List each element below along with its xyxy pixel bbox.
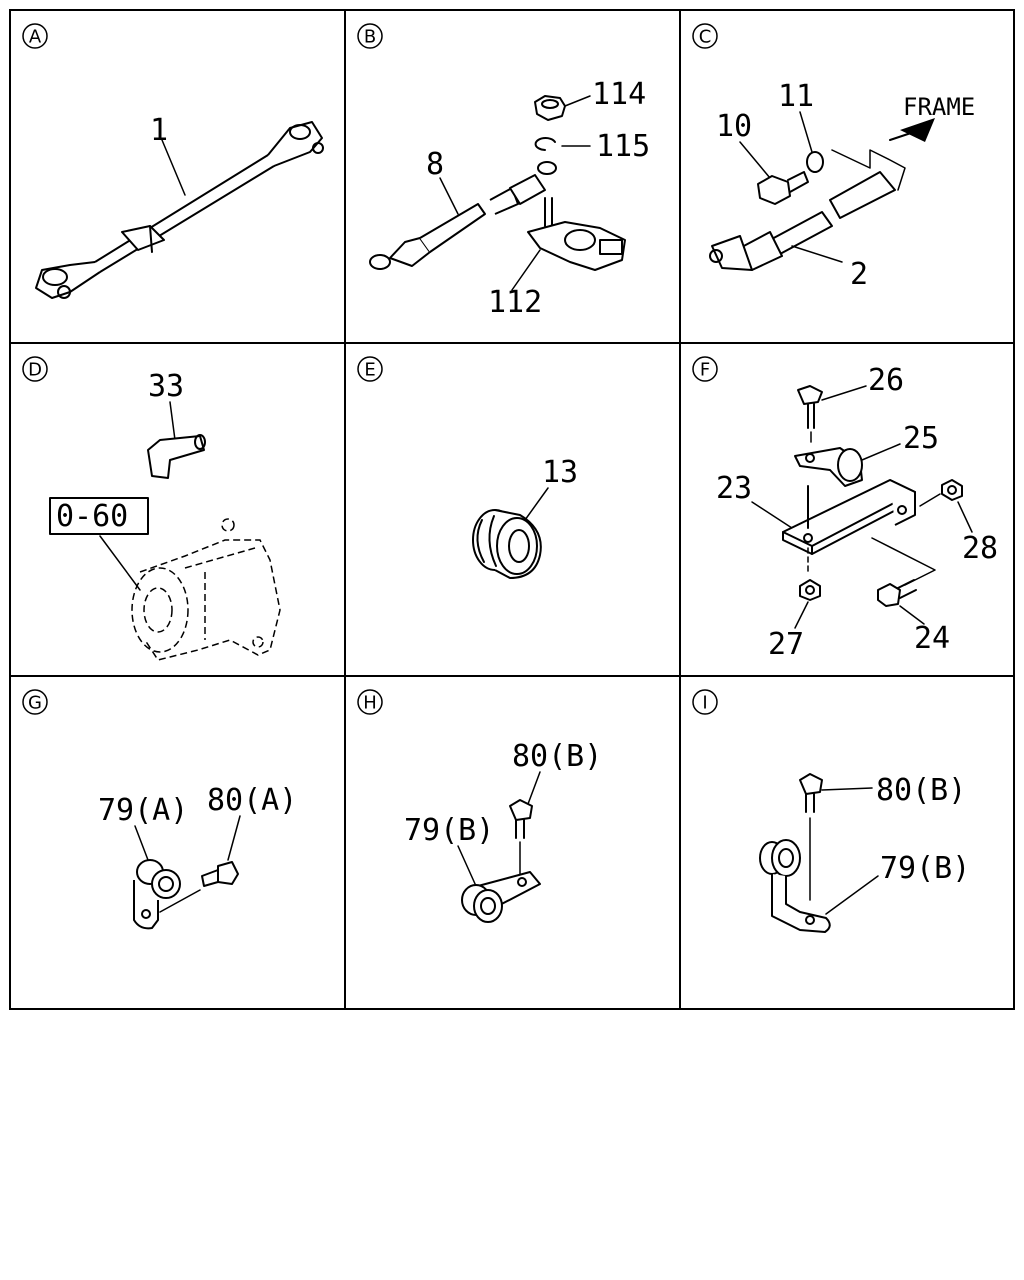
label-part-115: 115	[596, 129, 650, 164]
svg-text:C: C	[699, 27, 712, 48]
bolt-24-drawing	[877, 579, 917, 607]
label-frame: FRAME	[903, 93, 975, 121]
panel-i-badge: I	[692, 689, 718, 715]
label-part-8: 8	[426, 147, 444, 182]
label-ref-0-60: 0-60	[56, 499, 128, 534]
label-part-80b-i: 80(B)	[876, 773, 966, 808]
label-part-13: 13	[542, 455, 578, 490]
panel-f: F 26 25 23	[692, 356, 998, 662]
svg-text:A: A	[29, 27, 42, 48]
svg-text:G: G	[28, 693, 42, 714]
bolt-26-drawing	[797, 385, 823, 443]
nut-28-drawing	[941, 479, 963, 501]
label-part-28: 28	[962, 531, 998, 566]
label-part-80a: 80(A)	[207, 783, 297, 818]
grommet-13-drawing	[472, 509, 542, 579]
panel-c: C 11 10 FRAME 2	[692, 23, 975, 292]
svg-text:I: I	[702, 693, 707, 714]
bracket-23-drawing	[782, 479, 916, 573]
svg-text:E: E	[364, 360, 375, 381]
label-part-27: 27	[768, 627, 804, 662]
battery-cable-1-drawing	[35, 121, 324, 299]
panel-h-badge: H	[357, 689, 383, 715]
label-part-26: 26	[868, 363, 904, 398]
panel-f-badge: F	[692, 356, 718, 382]
panel-a: A 1	[22, 23, 324, 299]
label-part-25: 25	[903, 421, 939, 456]
label-part-23: 23	[716, 471, 752, 506]
clip-79b-i-drawing	[759, 839, 831, 933]
svg-text:H: H	[363, 693, 377, 714]
bolt-10-drawing	[757, 171, 809, 205]
label-part-79b-h: 79(B)	[404, 813, 494, 848]
label-part-33: 33	[148, 369, 184, 404]
svg-text:B: B	[364, 27, 376, 48]
bolt-80a-drawing	[201, 861, 239, 887]
panel-e-badge: E	[357, 356, 383, 382]
panel-h: H 80(B) 79(B)	[357, 689, 602, 923]
panel-d-badge: D	[22, 356, 48, 382]
panel-c-badge: C	[692, 23, 718, 49]
panel-i: I 80(B) 79(B)	[692, 689, 970, 933]
clip-25-drawing	[794, 447, 863, 487]
label-part-79b-i: 79(B)	[880, 851, 970, 886]
svg-text:D: D	[28, 360, 42, 381]
label-part-10: 10	[716, 109, 752, 144]
cap-33-drawing	[147, 434, 206, 479]
label-part-1: 1	[150, 113, 168, 148]
panel-g: G 79(A) 80(A)	[22, 689, 297, 930]
clip-79b-h-drawing	[461, 871, 541, 923]
nut-27-drawing	[799, 579, 821, 601]
label-part-11: 11	[778, 79, 814, 114]
label-part-79a: 79(A)	[98, 793, 188, 828]
panel-b: B 114 115 8 1	[357, 23, 650, 320]
panel-d: D 33 0-60	[22, 356, 281, 661]
panel-e: E 13	[357, 356, 578, 579]
cable-2-drawing	[709, 149, 906, 271]
svg-text:F: F	[700, 360, 710, 381]
label-part-2: 2	[850, 257, 868, 292]
terminal-112-drawing	[527, 197, 626, 271]
label-part-80b-h: 80(B)	[512, 739, 602, 774]
clip-79a-drawing	[133, 859, 201, 930]
label-part-24: 24	[914, 621, 950, 656]
panel-b-badge: B	[357, 23, 383, 49]
panel-a-badge: A	[22, 23, 48, 49]
starter-motor-drawing	[131, 518, 281, 661]
grid-frame	[9, 9, 1015, 1010]
bolt-80b-h-drawing	[509, 799, 533, 877]
label-part-114: 114	[592, 77, 646, 112]
bolt-80b-i-drawing	[799, 773, 823, 901]
cable-8-drawing	[369, 161, 557, 270]
label-part-112: 112	[488, 285, 542, 320]
nut-114-drawing	[534, 95, 566, 121]
panel-g-badge: G	[22, 689, 48, 715]
